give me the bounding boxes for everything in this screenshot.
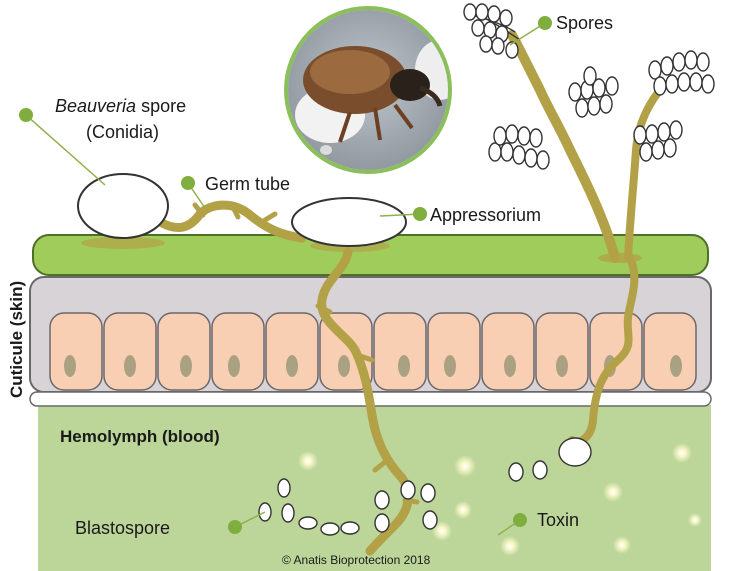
blastospores [258, 437, 592, 536]
germ-tube-label: Germ tube [205, 174, 290, 194]
epidermal-cell [481, 312, 535, 391]
cell-nucleus [286, 355, 298, 377]
conidia-label: (Conidia) [86, 122, 159, 142]
cell-nucleus [228, 355, 240, 377]
epidermal-cell [211, 312, 265, 391]
cell-nucleus [64, 355, 76, 377]
cell-nucleus [444, 355, 456, 377]
epidermal-cell [265, 312, 319, 391]
spores-label: Spores [556, 13, 613, 33]
appressorium-label: Appressorium [430, 205, 541, 225]
epidermal-cell [49, 312, 103, 391]
conidia-spore [77, 173, 169, 239]
cell-nucleus [180, 355, 192, 377]
toxin-label: Toxin [537, 510, 579, 530]
appressorium [291, 197, 407, 247]
cell-nucleus [504, 355, 516, 377]
epidermal-cell [373, 312, 427, 391]
cell-nucleus [124, 355, 136, 377]
hyphae [155, 30, 664, 556]
epidermal-cell [643, 312, 697, 391]
cell-nucleus [670, 355, 682, 377]
cuticle-label: Cuticule (skin) [7, 281, 26, 398]
epidermal-cell [589, 312, 643, 391]
weevil-photo-icon [284, 6, 452, 174]
hemolymph-label: Hemolymph (blood) [60, 427, 220, 446]
epidermal-cell [103, 312, 157, 391]
copyright-label: © Anatis Bioprotection 2018 [282, 553, 431, 567]
blastospore-label: Blastospore [75, 518, 170, 538]
cell-nucleus [556, 355, 568, 377]
spore-chains [463, 3, 715, 170]
epidermal-cell [157, 312, 211, 391]
cell-nucleus [398, 355, 410, 377]
epidermal-cell [535, 312, 589, 391]
toxin-particles [298, 443, 702, 556]
label-dots [19, 16, 552, 534]
cell-nucleus [338, 355, 350, 377]
epidermal-cell [427, 312, 481, 391]
